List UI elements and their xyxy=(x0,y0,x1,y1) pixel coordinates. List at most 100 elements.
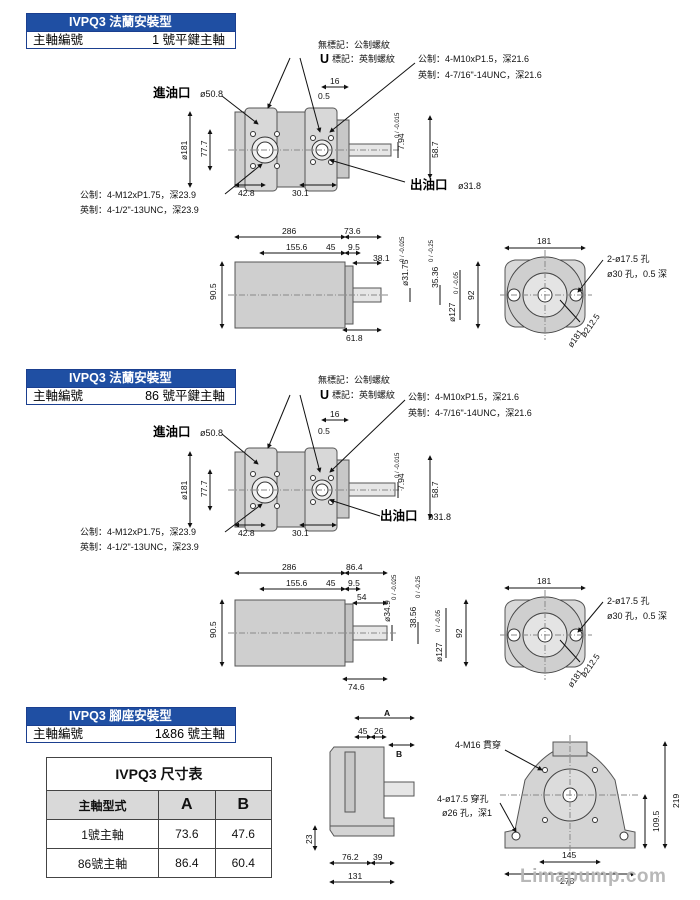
s2-inlet-label: 進油口 xyxy=(153,424,191,439)
section1-code-label: 主軸編號 xyxy=(33,33,84,47)
s1-end-holes: 2-ø17.5 孔 xyxy=(607,254,650,264)
table-row: 1號主軸 73.6 47.6 xyxy=(45,819,273,849)
table-row: 86號主軸 86.4 60.4 xyxy=(45,848,273,878)
section2-top-view xyxy=(219,570,469,682)
s1-dim-587: 58.7 xyxy=(430,141,440,158)
s2-u-note: 標記：英制螺紋 xyxy=(332,389,395,400)
s1-dim-618: 61.8 xyxy=(346,333,363,343)
section3-code-value: 1&86 號主軸 xyxy=(154,727,225,741)
section1-side-view xyxy=(187,57,433,195)
s3-cbore-note: ø26 孔，深1 xyxy=(442,808,492,818)
s1-dim-181: ø181 xyxy=(179,140,189,160)
s1-dim-1556: 155.6 xyxy=(286,242,308,252)
s1-dim-905: 90.5 xyxy=(208,283,218,300)
section1-title: IVPQ3 法蘭安裝型 xyxy=(27,14,235,31)
s3-dim-26: 26 xyxy=(374,726,384,736)
s1-dim-127: ø127 xyxy=(447,302,457,322)
s3-m16-note: 4-M16 貫穿 xyxy=(455,739,501,750)
section2-header: IVPQ3 法蘭安裝型 主軸編號 86 號平鍵主軸 xyxy=(26,369,236,405)
s1-inlet-label: 進油口 xyxy=(153,85,191,100)
s1-dim-736: 73.6 xyxy=(344,226,361,236)
s2-u-letter: U xyxy=(320,388,329,402)
s1-outlet-metric: 公制：4-M10xP1.5，深21.6 xyxy=(418,53,529,64)
s1-inlet-dia: ø50.8 xyxy=(200,89,223,99)
s2-dim-181: ø181 xyxy=(179,480,189,500)
table-header-type: 主軸型式 xyxy=(45,790,160,820)
s2-unmarked-note: 無標記：公制螺紋 xyxy=(318,374,390,385)
s3-dim-145: 145 xyxy=(562,850,576,860)
s2-tol-key: 0 / -0.25 xyxy=(416,575,422,598)
s1-end-181: 181 xyxy=(537,236,551,246)
s1-tol-127: 0 / -0.05 xyxy=(454,271,460,294)
s2-dim-428: 42.8 xyxy=(238,528,255,538)
table-cell: 1號主軸 xyxy=(45,819,160,849)
s2-dim-864: 86.4 xyxy=(346,562,363,572)
table-cell: 86號主軸 xyxy=(45,848,160,878)
s1-end-cbore: ø30 孔，0.5 深 xyxy=(607,269,667,279)
s3-dim-1095: 109.5 xyxy=(651,810,661,832)
s2-end-cbore: ø30 孔，0.5 深 xyxy=(607,611,667,621)
s3-dim-131: 131 xyxy=(348,871,362,881)
table-header-b: B xyxy=(214,790,273,820)
s1-dim-05: 0.5 xyxy=(318,91,330,101)
s2-outlet-label: 出油口 xyxy=(380,508,418,523)
s2-dim-16: 16 xyxy=(330,409,340,419)
table-cell: 47.6 xyxy=(214,819,273,849)
s1-u-letter: U xyxy=(320,52,329,66)
table-cell: 60.4 xyxy=(214,848,273,878)
s3-dim-39: 39 xyxy=(373,852,383,862)
section3-title: IVPQ3 腳座安裝型 xyxy=(27,708,235,725)
section2-code-label: 主軸編號 xyxy=(33,389,84,403)
s2-outlet-dia: ø31.8 xyxy=(428,512,451,522)
s1-dim-794: 7.94 xyxy=(396,133,406,150)
s1-dim-16: 16 xyxy=(330,76,340,86)
s3-dim-278: 278 xyxy=(560,876,574,886)
s2-tol-794: 0 / -0.015 xyxy=(395,452,401,478)
s1-dim-key: 35.36 xyxy=(430,266,440,288)
section1-top-view xyxy=(219,234,481,333)
s2-dim-95: 9.5 xyxy=(348,578,360,588)
s1-tol-key: 0 / -0.25 xyxy=(429,239,435,262)
s1-inlet-imperial: 英制：4-1/2"-13UNC，深23.9 xyxy=(80,204,199,215)
s2-dim-92: 92 xyxy=(454,628,464,638)
s2-dim-905: 90.5 xyxy=(208,621,218,638)
s2-tol-shaft: 0 / -0.025 xyxy=(392,574,398,600)
s2-outlet-metric: 公制：4-M10xP1.5，深21.6 xyxy=(408,391,519,402)
s2-tol-127: 0 / -0.05 xyxy=(436,609,442,632)
dimension-table: IVPQ3 尺寸表 主軸型式 A B 1號主軸 73.6 47.6 86號主軸 … xyxy=(45,757,273,878)
s1-dim-428: 42.8 xyxy=(238,188,255,198)
s1-outlet-dia: ø31.8 xyxy=(458,181,481,191)
s2-outlet-imperial: 英制：4-7/16"-14UNC，深21.6 xyxy=(408,407,532,418)
s1-inlet-metric: 公制：4-M12xP1.75，深23.9 xyxy=(80,189,196,200)
s2-inlet-imperial: 英制：4-1/2"-13UNC，深23.9 xyxy=(80,541,199,552)
table-cell: 86.4 xyxy=(158,848,216,878)
s2-dim-301: 30.1 xyxy=(292,528,309,538)
s3-dim-B: B xyxy=(396,749,402,759)
s1-dim-777: 77.7 xyxy=(199,140,209,157)
section2-title: IVPQ3 法蘭安裝型 xyxy=(27,370,235,387)
table-cell: 73.6 xyxy=(158,819,216,849)
table-title: IVPQ3 尺寸表 xyxy=(46,757,272,791)
s3-dim-219: 219 xyxy=(671,794,681,808)
s2-dim-127: ø127 xyxy=(434,642,444,662)
s2-dim-45: 45 xyxy=(326,578,336,588)
s2-dim-286: 286 xyxy=(282,562,296,572)
section1-code-value: 1 號平鍵主軸 xyxy=(152,33,225,47)
s2-dim-54: 54 xyxy=(357,592,367,602)
section3-front-view xyxy=(499,735,668,877)
section3-side-view xyxy=(312,715,415,885)
section2-end-view xyxy=(500,585,604,680)
s2-dim-1556: 155.6 xyxy=(286,578,308,588)
s3-holes-note: 4-ø17.5 穿孔 xyxy=(437,793,489,804)
s1-tol-794: 0 / -0.015 xyxy=(395,112,401,138)
s2-end-181: 181 xyxy=(537,576,551,586)
s1-outlet-label: 出油口 xyxy=(410,177,448,192)
s2-end-holes: 2-ø17.5 孔 xyxy=(607,596,650,606)
section2-code-value: 86 號平鍵主軸 xyxy=(145,389,225,403)
table-header-a: A xyxy=(158,790,216,820)
s2-dim-shaft: ø34.9 xyxy=(382,600,392,622)
section2-side-view xyxy=(187,394,433,533)
s2-dim-777: 77.7 xyxy=(199,480,209,497)
